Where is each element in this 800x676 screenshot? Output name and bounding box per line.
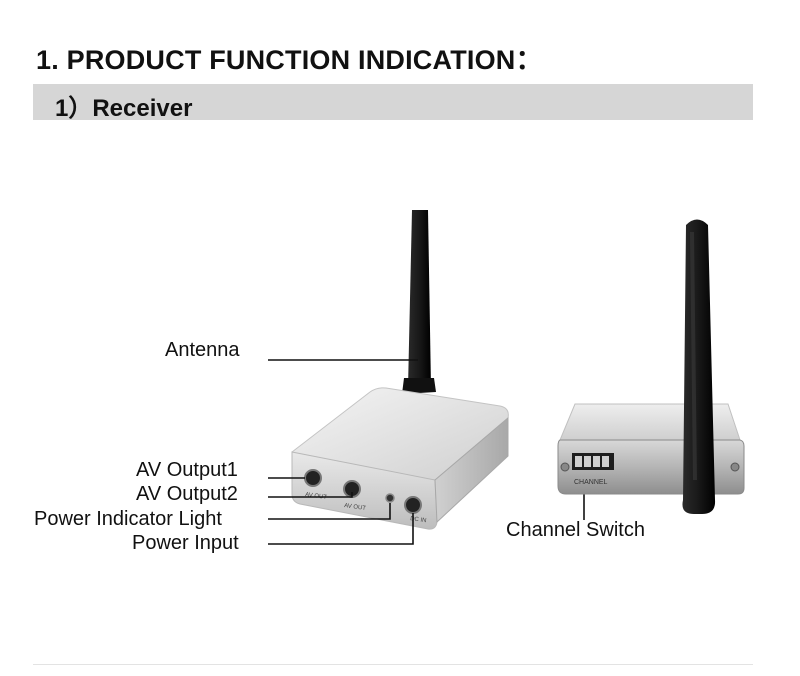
label-av-output1: AV Output1 xyxy=(136,459,238,481)
label-channel-switch: Channel Switch xyxy=(506,519,645,541)
label-power-input: Power Input xyxy=(132,532,239,554)
antenna-rear xyxy=(682,219,716,514)
receiver-side-face xyxy=(434,416,509,524)
section-header-bar: 1）Receiver xyxy=(33,84,753,122)
label-antenna: Antenna xyxy=(165,339,240,361)
label-power-indicator: Power Indicator Light xyxy=(34,508,222,530)
channel-text: CHANNEL xyxy=(574,479,608,486)
power-indicator-leader-line xyxy=(268,503,391,520)
receiver-front-view: AV OUT AV OUT DC IN xyxy=(291,210,509,530)
power-indicator-led xyxy=(385,493,395,503)
bottom-divider xyxy=(33,664,753,665)
power-input-leader-line xyxy=(268,513,414,545)
dc-in-text: DC IN xyxy=(410,516,427,524)
page-title: 1. PRODUCT FUNCTION INDICATION： xyxy=(36,45,543,75)
av-output2-leader-line xyxy=(268,492,353,498)
antenna-front xyxy=(408,210,431,388)
section-title: 1）Receiver xyxy=(55,95,193,122)
av-out-2-text: AV OUT xyxy=(344,503,367,512)
label-av-output2: AV Output2 xyxy=(136,483,238,505)
power-input-port xyxy=(404,496,422,514)
leader-lines xyxy=(268,359,585,545)
receiver-rear-view: CHANNEL xyxy=(557,219,745,514)
av-output1-port xyxy=(304,469,322,487)
